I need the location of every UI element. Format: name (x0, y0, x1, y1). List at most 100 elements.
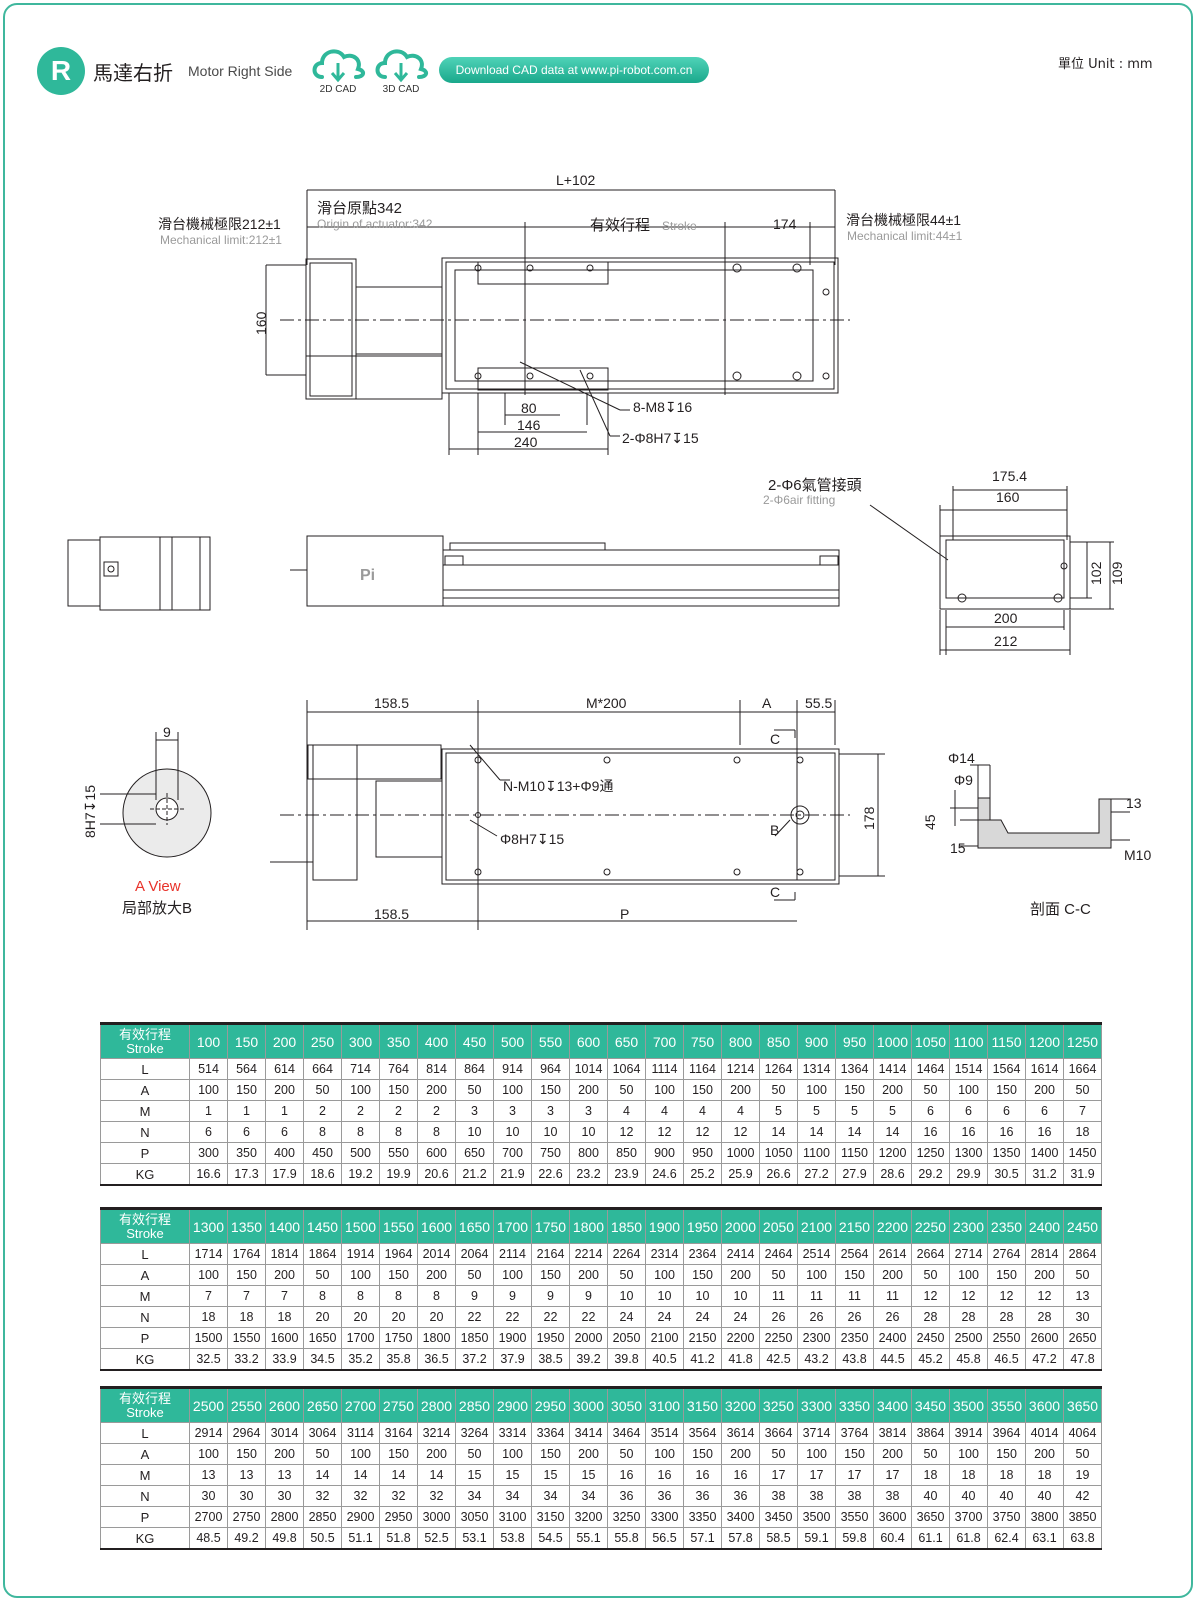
table-cell: 1614 (1025, 1058, 1064, 1080)
detail-b (100, 732, 212, 858)
table-cell: 25.9 (721, 1163, 760, 1186)
table-cell: 3264 (455, 1422, 494, 1444)
stroke-value: 2700 (341, 1387, 380, 1423)
table-cell: 1814 (265, 1243, 304, 1265)
table-cell: 1200 (873, 1142, 912, 1164)
label-phi8h7: 2-Φ8H7↧15 (622, 430, 699, 446)
table-cell: 23.2 (569, 1163, 608, 1186)
table-cell: 26 (759, 1306, 798, 1328)
table-cell: 20 (379, 1306, 418, 1328)
table-cell: 18 (1025, 1464, 1064, 1486)
table-cell: 3750 (987, 1506, 1026, 1528)
table-cell: 47.2 (1025, 1348, 1064, 1371)
table-cell: 9 (493, 1285, 532, 1307)
table-cell: 34 (569, 1485, 608, 1507)
table-cell: 16 (645, 1464, 684, 1486)
stroke-value: 1000 (873, 1023, 912, 1059)
plan-view (270, 700, 885, 930)
table-cell: 1950 (531, 1327, 570, 1349)
label-phi8h7b: Φ8H7↧15 (500, 831, 564, 847)
table-cell: 8 (417, 1121, 456, 1143)
table-cell: 38 (835, 1485, 874, 1507)
table-cell: 2250 (759, 1327, 798, 1349)
table-cell: 8 (303, 1285, 342, 1307)
table-cell: 1964 (379, 1243, 418, 1265)
table-cell: 150 (227, 1443, 266, 1465)
table-cell: 22 (531, 1306, 570, 1328)
table-cell: 1750 (379, 1327, 418, 1349)
cad-3d-button[interactable]: 3D CAD (370, 43, 432, 99)
stroke-value: 3050 (607, 1387, 646, 1423)
table-cell: 1400 (1025, 1142, 1064, 1164)
table-cell: 2764 (987, 1243, 1026, 1265)
table-cell: 150 (379, 1264, 418, 1286)
cad-2d-button[interactable]: 2D CAD (307, 43, 369, 99)
table-cell: 26.6 (759, 1163, 798, 1186)
end-view-motor (67, 536, 211, 611)
table-cell: 16 (607, 1464, 646, 1486)
table-cell: 200 (417, 1443, 456, 1465)
table-cell: 10 (683, 1285, 722, 1307)
dim-13: 13 (1126, 795, 1142, 811)
stroke-value: 400 (417, 1023, 456, 1059)
table-cell: 1300 (949, 1142, 988, 1164)
table-cell: 40 (987, 1485, 1026, 1507)
table-cell: 3314 (493, 1422, 532, 1444)
dim-phi14: Φ14 (948, 750, 975, 766)
table-cell: 32 (417, 1485, 456, 1507)
row-label: L (100, 1422, 190, 1444)
table-cell: 514 (189, 1058, 228, 1080)
table-cell: 864 (455, 1058, 494, 1080)
table-cell: 16 (683, 1464, 722, 1486)
table-cell: 55.1 (569, 1527, 608, 1550)
row-label: L (100, 1058, 190, 1080)
table-cell: 18 (265, 1306, 304, 1328)
table-cell: 2 (417, 1100, 456, 1122)
table-cell: 100 (341, 1443, 380, 1465)
table-cell: 1914 (341, 1243, 380, 1265)
table-cell: 2000 (569, 1327, 608, 1349)
table-cell: 18 (911, 1464, 950, 1486)
table-cell: 16 (949, 1121, 988, 1143)
table-cell: 100 (645, 1079, 684, 1101)
table-cell: 4 (607, 1100, 646, 1122)
row-label: N (100, 1121, 190, 1143)
table-cell: 3164 (379, 1422, 418, 1444)
table-cell: 100 (493, 1264, 532, 1286)
table-cell: 2600 (1025, 1327, 1064, 1349)
table-cell: 15 (569, 1464, 608, 1486)
partial-b-label: 局部放大B (122, 900, 192, 917)
table-cell: 36 (645, 1485, 684, 1507)
table-cell: 1864 (303, 1243, 342, 1265)
table-cell: 45.8 (949, 1348, 988, 1371)
table-cell: 3814 (873, 1422, 912, 1444)
table-cell: 10 (531, 1121, 570, 1143)
table-cell: 23.9 (607, 1163, 646, 1186)
row-label: M (100, 1100, 190, 1122)
table-cell: 1650 (303, 1327, 342, 1349)
table-cell: 45.2 (911, 1348, 950, 1371)
table-cell: 200 (873, 1079, 912, 1101)
download-cad-link[interactable]: Download CAD data at www.pi-robot.com.cn (439, 57, 709, 83)
table-cell: 5 (835, 1100, 874, 1122)
table-cell: 200 (1025, 1443, 1064, 1465)
stroke-value: 3250 (759, 1387, 798, 1423)
table-cell: 57.8 (721, 1527, 760, 1550)
dim-55-5: 55.5 (805, 695, 832, 711)
table-cell: 700 (493, 1142, 532, 1164)
cloud-download-icon (312, 49, 365, 83)
table-cell: 14 (417, 1464, 456, 1486)
label-b: B (770, 822, 779, 838)
stroke-value: 3000 (569, 1387, 608, 1423)
section-cc (950, 764, 1130, 849)
stroke-cn: 有效行程 (118, 1211, 171, 1227)
table-cell: 150 (835, 1264, 874, 1286)
table-cell: 4 (683, 1100, 722, 1122)
table-cell: 2050 (607, 1327, 646, 1349)
stroke-value: 2900 (493, 1387, 532, 1423)
table-cell: 3650 (911, 1506, 950, 1528)
